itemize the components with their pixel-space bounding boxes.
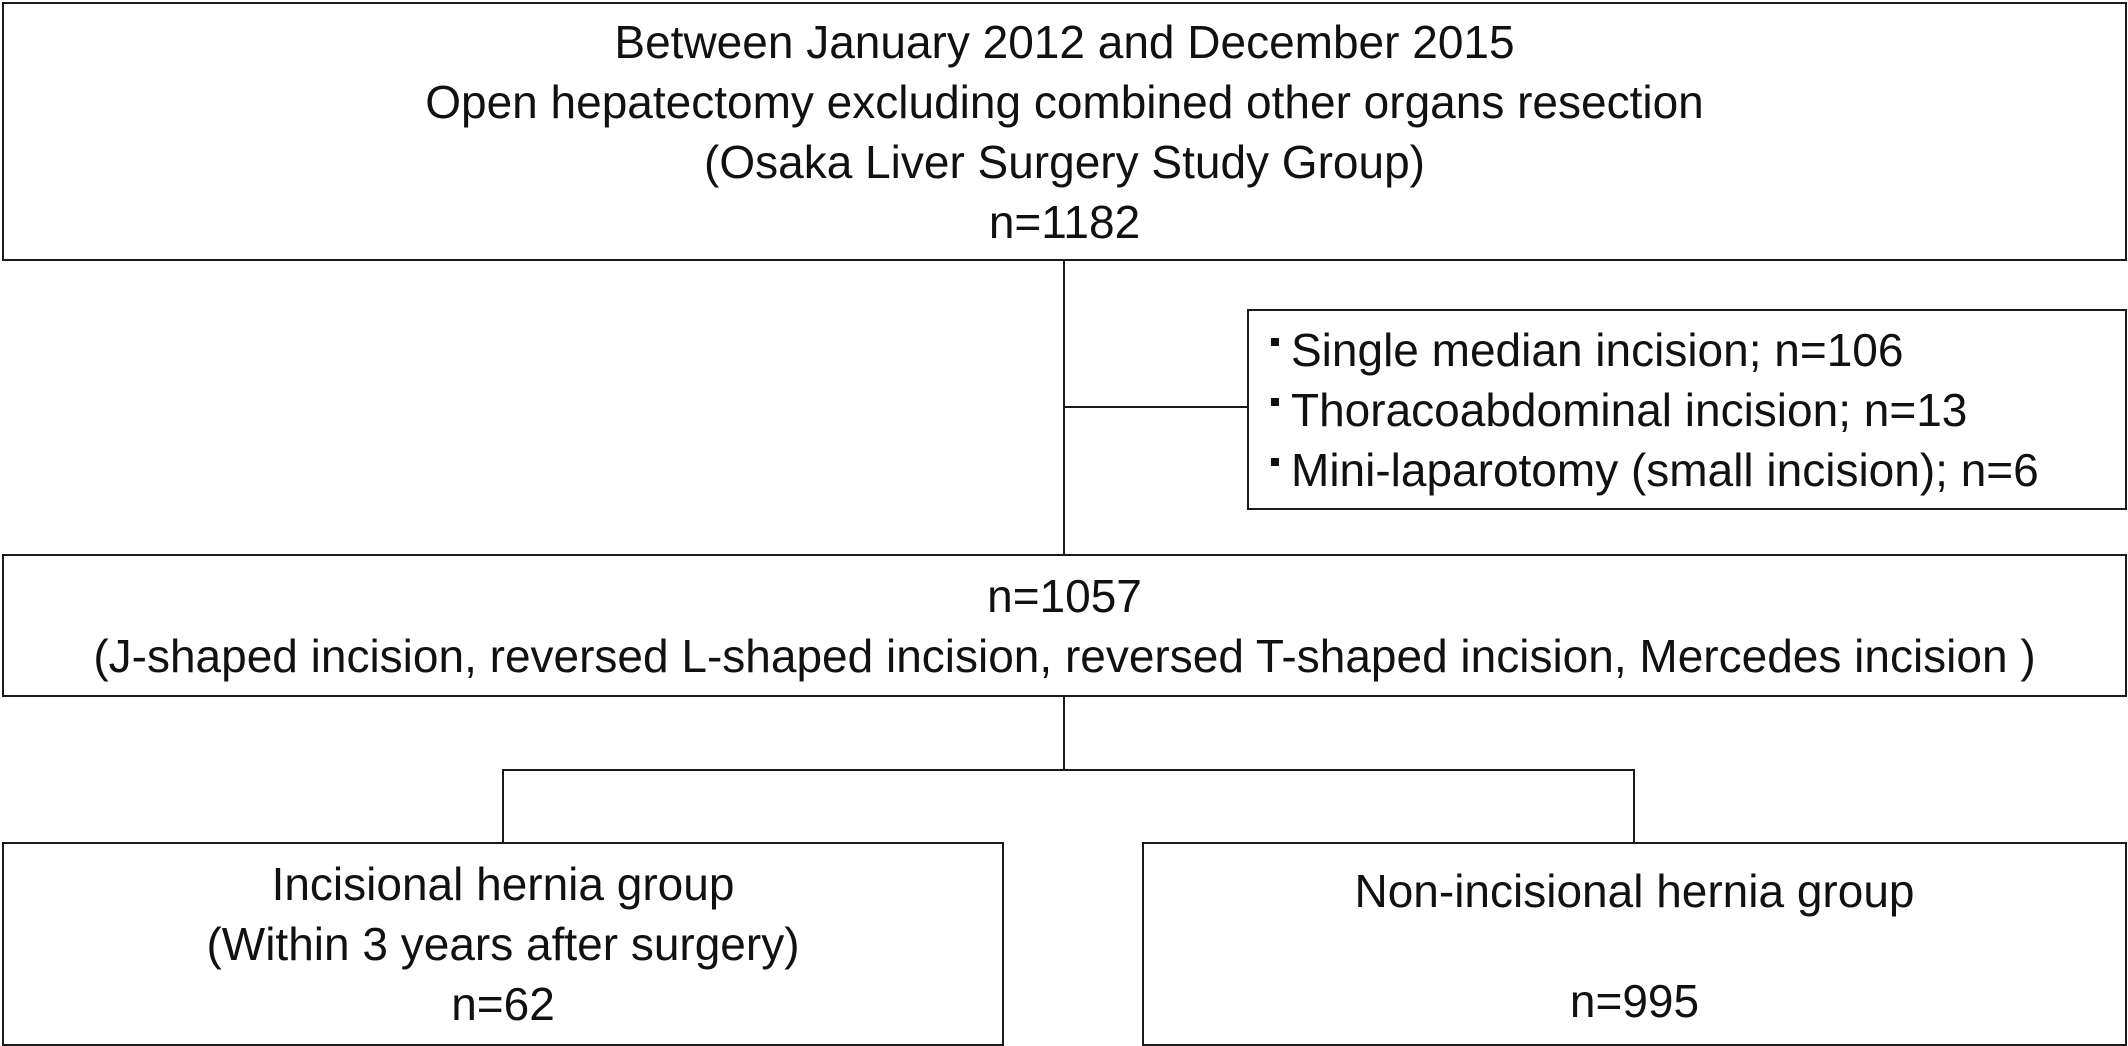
connector-to-nonhernia-group: [1633, 769, 1635, 842]
bullet-icon: [1271, 457, 1279, 466]
non-incisional-hernia-group-box: Non-incisional hernia group n=995: [1142, 842, 2127, 1046]
exclusion-box: Single median incision; n=106 Thoracoabd…: [1247, 309, 2127, 510]
included-count-text: n=1057: [987, 569, 1142, 622]
connector-to-hernia-group: [502, 769, 504, 842]
enrollment-box: Between January 2012 and December 2015 O…: [2, 2, 2127, 261]
bullet-icon: [1271, 397, 1279, 406]
included-cohort-box: n=1057 (J-shaped incision, reversed L-sh…: [2, 554, 2127, 697]
exclusion-item: Mini-laparotomy (small incision); n=6: [1271, 440, 2039, 500]
enrollment-procedure-text: Open hepatectomy excluding combined othe…: [425, 75, 1704, 128]
hernia-group-title: Incisional hernia group: [271, 858, 735, 910]
enrollment-count-text: n=1182: [988, 195, 1141, 248]
exclusion-item: Thoracoabdominal incision; n=13: [1271, 380, 1967, 440]
hernia-group-subtitle: (Within 3 years after surgery): [206, 918, 800, 970]
enrollment-period-text: Between January 2012 and December 2015: [614, 15, 1515, 68]
exclusion-item-label: Single median incision; n=106: [1291, 323, 1904, 376]
incisional-hernia-group-box: Incisional hernia group (Within 3 years …: [2, 842, 1004, 1046]
bullet-icon: [1271, 337, 1279, 346]
exclusion-item-label: Mini-laparotomy (small incision); n=6: [1291, 443, 2039, 496]
nonhernia-group-count: n=995: [1569, 975, 1700, 1027]
hernia-group-count: n=62: [451, 978, 555, 1030]
connector-to-exclusion: [1063, 406, 1247, 408]
enrollment-group-text: (Osaka Liver Surgery Study Group): [704, 135, 1425, 188]
connector-split-horizontal: [502, 769, 1635, 771]
nonhernia-group-title: Non-incisional hernia group: [1354, 865, 1915, 917]
exclusion-item: Single median incision; n=106: [1271, 320, 1903, 380]
exclusion-item-label: Thoracoabdominal incision; n=13: [1291, 383, 1968, 436]
connector-middle-down: [1063, 697, 1065, 770]
included-incision-types-text: (J-shaped incision, reversed L-shaped in…: [93, 629, 2036, 682]
